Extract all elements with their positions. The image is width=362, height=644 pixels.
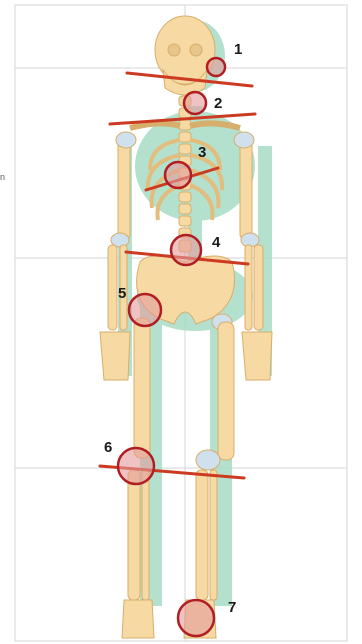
marker-label: 2	[214, 95, 222, 112]
eye-socket	[168, 44, 180, 56]
forearm	[254, 245, 263, 330]
marker-7: 7	[178, 599, 236, 636]
tibia	[128, 470, 140, 600]
marker-label: 4	[212, 234, 221, 251]
marker-label: 6	[104, 439, 112, 456]
marker-label: 5	[118, 285, 126, 302]
humerus	[118, 140, 130, 240]
foot	[122, 600, 154, 638]
tibia	[196, 470, 208, 600]
tibia	[210, 470, 217, 600]
hand	[100, 332, 130, 380]
forearm	[108, 245, 117, 330]
tibia	[142, 470, 149, 600]
femur	[134, 318, 150, 458]
marker-label: 7	[228, 599, 236, 616]
marker-label: 1	[234, 41, 242, 58]
marker-label: 3	[198, 144, 206, 161]
femur	[218, 322, 234, 460]
hand	[242, 332, 272, 380]
eye-socket	[190, 44, 202, 56]
forearm	[245, 245, 252, 330]
knee	[196, 450, 220, 470]
marker-2: 2	[184, 92, 222, 114]
humerus	[240, 140, 252, 240]
shoulder	[116, 132, 136, 148]
shoulder	[234, 132, 254, 148]
